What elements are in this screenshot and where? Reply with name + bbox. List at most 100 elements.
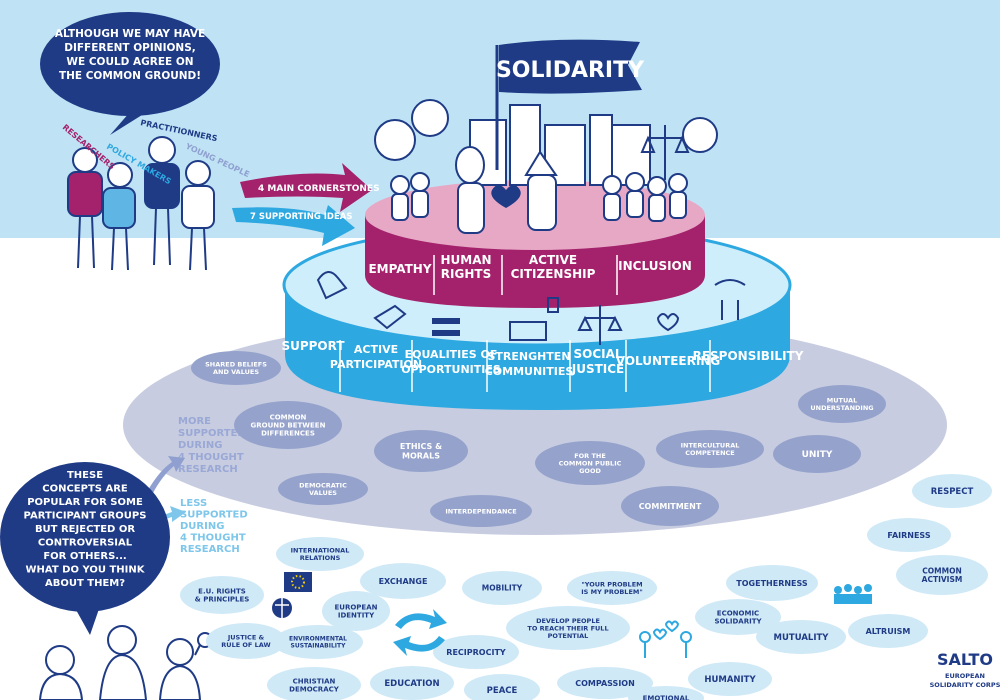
concept-oval-shape <box>191 351 281 385</box>
text-line: VOLUNTEERING <box>616 354 720 368</box>
text-line: EMOTIONAL <box>643 694 690 700</box>
text-line: ABOUT THEM? <box>45 578 125 589</box>
text-line: ETHICS & <box>400 442 442 451</box>
text-line: ACTIVE <box>354 343 398 356</box>
heart-icon <box>491 185 521 208</box>
text-line: ALTRUISM <box>866 627 911 636</box>
text-line: AND VALUES <box>213 368 259 376</box>
concept-oval-shape <box>273 625 363 659</box>
text-line: CHRISTIAN <box>293 677 336 685</box>
text-line: RESPECT <box>931 487 974 497</box>
concept-oval: MOBILITY <box>462 571 542 605</box>
concept-oval: UNITY <box>773 435 861 473</box>
text-line: THESE <box>67 470 103 481</box>
text-line: DURING <box>180 521 224 532</box>
text-line: EUROPEAN <box>335 603 378 611</box>
text-line: THE COMMON GROUND! <box>59 70 201 82</box>
supporting-support: SUPPORT <box>281 339 345 353</box>
text-line: DURING <box>178 440 222 451</box>
concept-oval-shape <box>557 667 653 699</box>
concept-oval-shape <box>535 441 645 485</box>
text-line: CITIZENSHIP <box>511 267 596 281</box>
concept-label: COMMITMENT <box>639 502 702 511</box>
concept-oval-shape <box>896 555 988 595</box>
text-line: DEMOCRATIC <box>299 482 347 490</box>
concept-label: HUMANITY <box>704 675 756 685</box>
helping-hand-icon <box>316 271 348 300</box>
text-line: INTERCULTURAL <box>681 442 740 450</box>
concept-oval-shape <box>798 385 886 423</box>
text-line: INTERNATIONAL <box>291 547 350 555</box>
concept-label: ALTRUISM <box>866 627 911 636</box>
text-line: RULE OF LAW <box>221 641 270 649</box>
thinking-people-illustration <box>38 625 213 700</box>
text-line: CONCEPTS ARE <box>42 484 128 495</box>
salto-logo-subtitle-1: EUROPEAN <box>945 672 985 680</box>
text-line: CONTROVERSIAL <box>38 538 133 549</box>
concept-label: E.U. RIGHTS& PRINCIPLES <box>195 587 250 603</box>
text-line: COMMITMENT <box>639 502 702 511</box>
concept-label: PEACE <box>487 686 518 696</box>
text-line: E.U. RIGHTS <box>198 587 246 595</box>
concept-oval-shape <box>430 495 532 527</box>
concept-oval-shape <box>726 565 818 601</box>
equals-icon <box>432 318 460 336</box>
text-line: POTENTIAL <box>548 632 589 640</box>
supporting-volunteering: VOLUNTEERING <box>616 354 720 368</box>
exchange-arrows-icon <box>393 609 447 656</box>
concept-oval: RECIPROCITY <box>433 635 519 669</box>
concept-label: FAIRNESS <box>887 531 930 540</box>
text-line: FAIRNESS <box>887 531 930 540</box>
concept-oval-shape <box>656 430 764 468</box>
concept-oval-shape <box>234 401 342 449</box>
solidarity-flag <box>499 39 642 94</box>
crowd-illustration <box>390 146 688 234</box>
concept-oval: MUTUALITY <box>756 620 846 654</box>
text-line: RIGHTS <box>441 267 491 281</box>
text-line: BUT REJECTED OR <box>35 524 135 535</box>
people-carrying-world-icon <box>714 279 746 320</box>
text-line: WE COULD AGREE ON <box>66 56 193 68</box>
concept-oval: RESPECT <box>912 474 992 508</box>
concept-oval-shape <box>867 518 951 552</box>
concept-oval: EXCHANGE <box>360 563 446 599</box>
text-line: POPULAR FOR SOME <box>27 497 143 508</box>
concept-oval: PEACE <box>464 674 540 700</box>
concept-oval-shape <box>506 606 630 650</box>
main-cornerstones-arrow-label: 4 MAIN CORNERSTONES <box>258 184 380 194</box>
cornerstone-inclusion: INCLUSION <box>618 259 692 273</box>
scales-of-justice-icon <box>640 125 690 180</box>
concept-label: JUSTICE &RULE OF LAW <box>221 634 270 649</box>
concept-label: INTERDEPENDANCE <box>445 507 516 515</box>
text-line: COMMON PUBLIC <box>559 459 622 467</box>
text-line: MUTUALITY <box>774 633 830 643</box>
salto-logo-subtitle-2: SOLIDARITY CORPS <box>930 681 1000 689</box>
concept-oval-shape <box>360 563 446 599</box>
concept-label: EXCHANGE <box>379 577 428 586</box>
concept-oval-shape <box>848 614 928 648</box>
text-line: COMMUNITIES <box>485 365 574 378</box>
hearts-people-icon <box>639 620 692 658</box>
concept-oval: HUMANITY <box>688 662 772 696</box>
text-line: FOR OTHERS... <box>43 551 126 562</box>
